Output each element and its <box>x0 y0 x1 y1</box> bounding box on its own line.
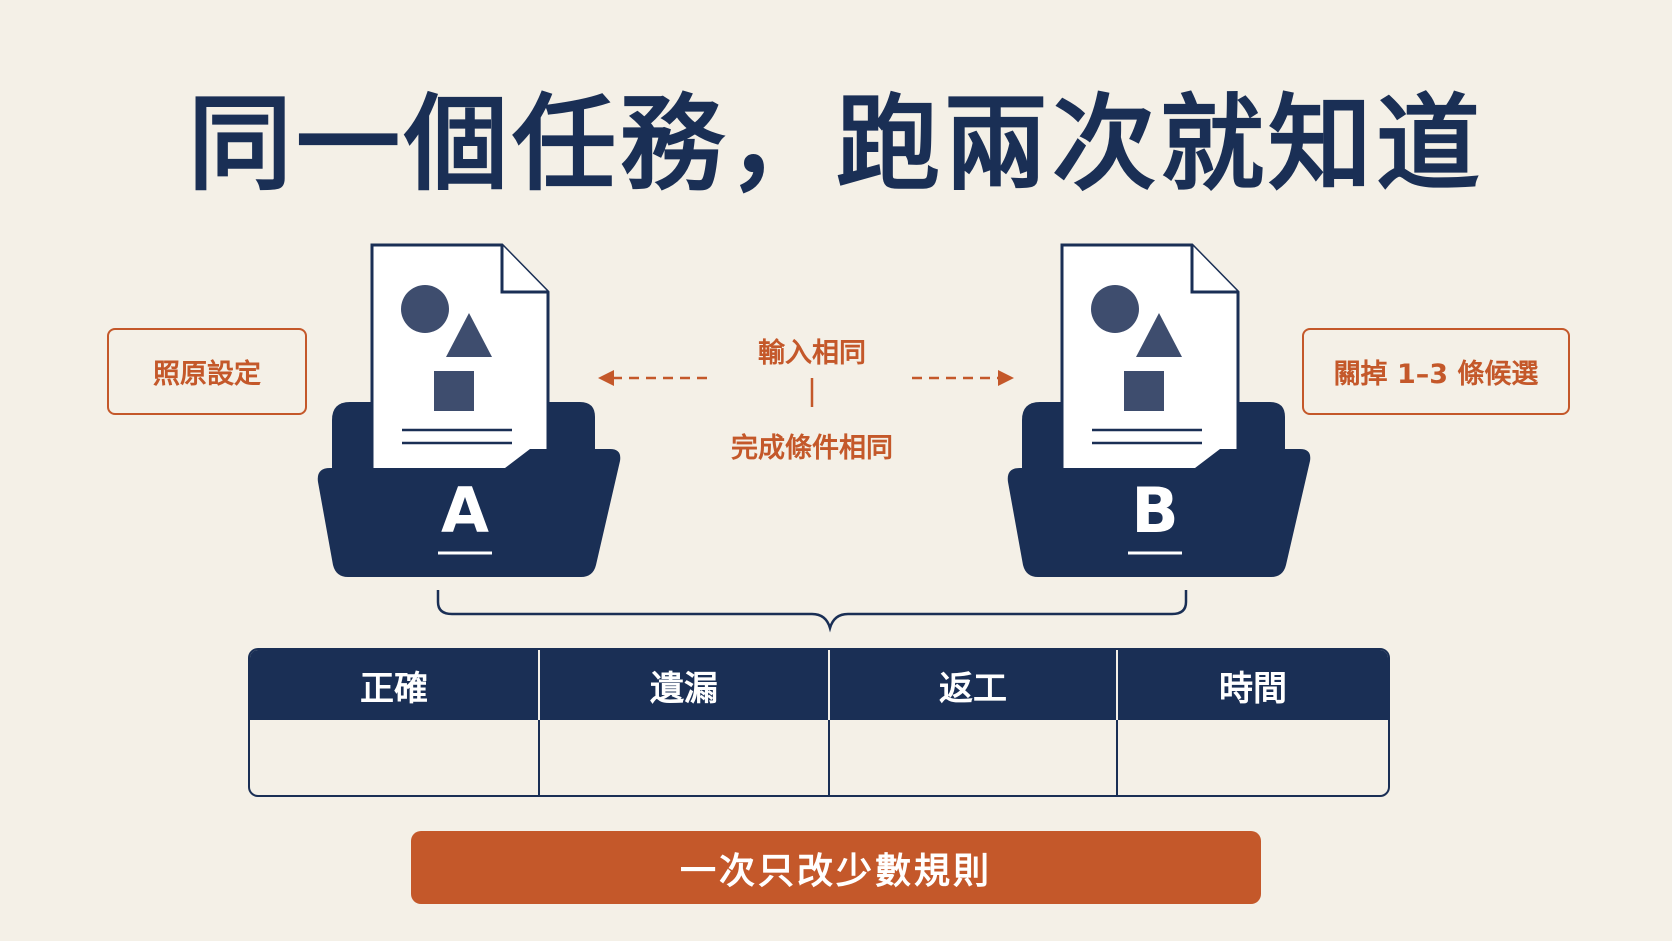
metric-header-missed: 遺漏 <box>540 650 830 720</box>
metric-cell-correct <box>250 720 540 795</box>
metric-header-rework: 返工 <box>830 650 1118 720</box>
page-title: 同一個任務，跑兩次就知道 <box>187 83 1484 205</box>
right-tag-label: 關掉 1–3 條候選 <box>1333 359 1539 390</box>
metrics-table: 正確 遺漏 返工 時間 <box>248 648 1390 797</box>
left-tag: 照原設定 <box>107 328 307 415</box>
folder-a-label: A <box>441 474 489 547</box>
left-tag-label: 照原設定 <box>153 359 261 390</box>
triangle-shape <box>446 313 492 357</box>
bottom-banner: 一次只改少數規則 <box>411 831 1261 904</box>
metric-header-correct: 正確 <box>250 650 540 720</box>
metric-cell-rework <box>830 720 1118 795</box>
banner-label: 一次只改少數規則 <box>679 850 992 892</box>
arrow-left <box>598 370 710 386</box>
center-top-label: 輸入相同 <box>758 338 866 369</box>
brace <box>436 590 1188 633</box>
document-a-icon <box>370 243 550 472</box>
folder-a-group <box>317 243 621 577</box>
metric-header-time: 時間 <box>1118 650 1388 720</box>
center-bottom-label: 完成條件相同 <box>731 433 893 464</box>
folder-a-front <box>317 449 621 577</box>
folder-b-front <box>1007 449 1311 577</box>
folder-b-group <box>1007 243 1311 577</box>
metric-cell-time <box>1118 720 1388 795</box>
folder-b-label: B <box>1131 474 1179 547</box>
circle-shape <box>401 285 449 333</box>
arrow-right <box>912 370 1014 386</box>
metric-cell-missed <box>540 720 830 795</box>
right-tag: 關掉 1–3 條候選 <box>1302 328 1570 415</box>
document-b-icon <box>1060 243 1240 472</box>
square-shape <box>1124 371 1164 411</box>
circle-shape <box>1091 285 1139 333</box>
square-shape <box>434 371 474 411</box>
triangle-shape <box>1136 313 1182 357</box>
